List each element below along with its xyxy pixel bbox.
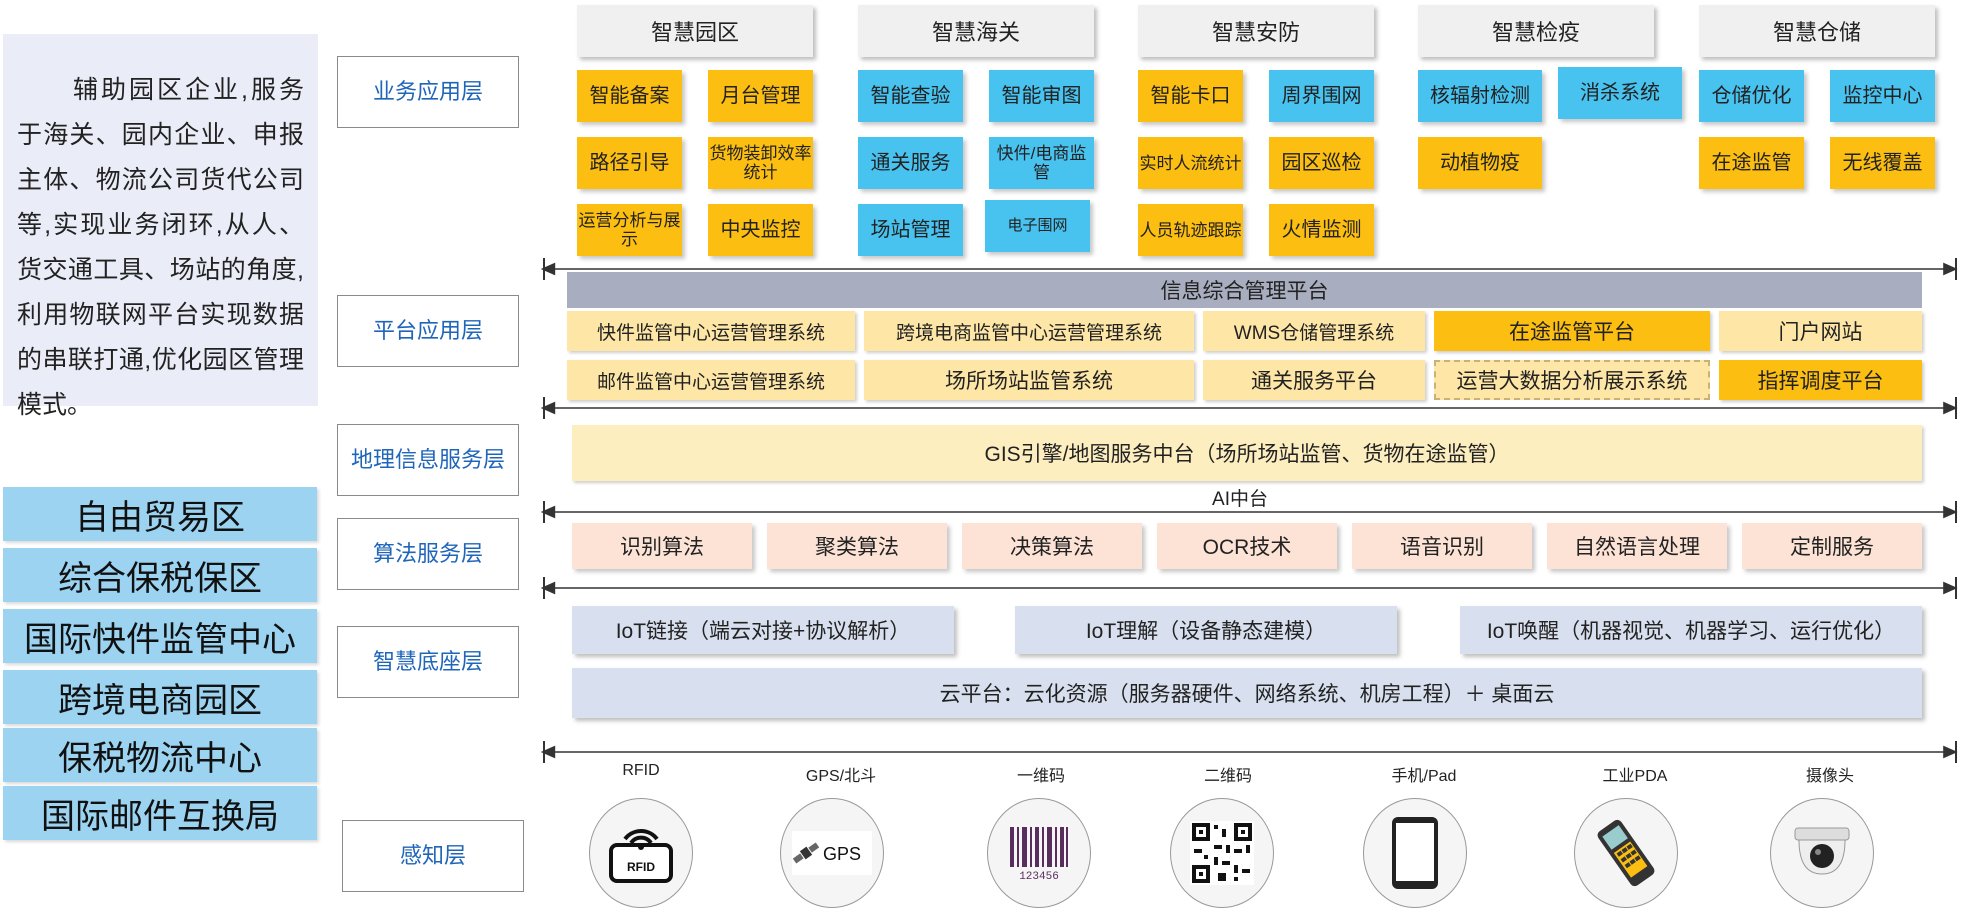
gps-icon-text: GPS xyxy=(823,844,861,864)
qrcode-icon xyxy=(1170,798,1274,908)
category-park: 智慧园区 xyxy=(577,5,813,57)
plat-ecom-ops: 跨境电商监管中心运营管理系统 xyxy=(864,311,1194,351)
layer-sensing: 感知层 xyxy=(342,820,524,892)
plat-clearance: 通关服务平台 xyxy=(1203,360,1425,400)
gis-engine: GIS引擎/地图服务中台（场所场站监管、货物在途监管） xyxy=(572,425,1922,481)
app-trajectory: 人员轨迹跟踪 xyxy=(1138,204,1243,256)
ai-platform-label: AI中台 xyxy=(1212,489,1268,510)
app-station-mgmt: 场站管理 xyxy=(858,204,963,256)
app-smart-inspect: 智能查验 xyxy=(858,70,963,122)
app-ops-analysis: 运营分析与展示 xyxy=(577,204,682,256)
app-central-monitor: 中央监控 xyxy=(708,204,813,256)
app-clearance: 通关服务 xyxy=(858,137,963,189)
app-smart-image: 智能审图 xyxy=(989,70,1094,122)
app-wireless: 无线覆盖 xyxy=(1830,137,1935,189)
platform-title: 信息综合管理平台 xyxy=(567,272,1922,308)
app-perimeter: 周界围网 xyxy=(1269,70,1374,122)
zone-free-trade: 自由贸易区 xyxy=(3,487,317,541)
alg-clustering: 聚类算法 xyxy=(767,523,947,569)
plat-portal: 门户网站 xyxy=(1719,311,1922,351)
app-route-guide: 路径引导 xyxy=(577,137,682,189)
category-storage: 智慧仓储 xyxy=(1699,5,1935,57)
layer-gis: 地理信息服务层 xyxy=(337,424,519,496)
app-e-fence: 电子围网 xyxy=(985,200,1090,252)
pda-icon xyxy=(1574,798,1678,908)
app-express-ecom: 快件/电商监管 xyxy=(989,137,1094,189)
alg-ocr: OCR技术 xyxy=(1157,523,1337,569)
app-smart-gate: 智能卡口 xyxy=(1138,70,1243,122)
alg-recognition: 识别算法 xyxy=(572,523,752,569)
plat-dispatch: 指挥调度平台 xyxy=(1719,360,1922,400)
app-fire-monitor: 火情监测 xyxy=(1269,204,1374,256)
zone-logistics: 保税物流中心 xyxy=(3,728,317,782)
plat-wms: WMS仓储管理系统 xyxy=(1203,311,1425,351)
category-customs: 智慧海关 xyxy=(858,5,1094,57)
app-radiation: 核辐射检测 xyxy=(1418,70,1542,122)
barcode-icon-text: 123456 xyxy=(1019,871,1059,883)
zone-ecommerce: 跨境电商园区 xyxy=(3,670,317,724)
app-platform-mgmt: 月台管理 xyxy=(708,70,813,122)
iot-wake: IoT唤醒（机器视觉、机器学习、运行优化） xyxy=(1460,606,1922,654)
rfid-icon-text: RFID xyxy=(627,860,655,874)
rfid-icon: RFID xyxy=(589,798,693,908)
category-quarantine: 智慧检疫 xyxy=(1418,5,1654,57)
device-label-pda: 工业PDA xyxy=(1602,768,1668,785)
plat-bigdata: 运营大数据分析展示系统 xyxy=(1434,360,1710,400)
device-label-phone: 手机/Pad xyxy=(1391,768,1457,785)
zone-bonded: 综合保税保区 xyxy=(3,548,317,602)
zone-express: 国际快件监管中心 xyxy=(3,609,317,663)
phone-icon xyxy=(1363,798,1467,908)
layer-base: 智慧底座层 xyxy=(337,626,519,698)
device-label-camera: 摄像头 xyxy=(1805,768,1854,785)
zone-mail: 国际邮件互换局 xyxy=(3,786,317,840)
device-label-gps: GPS/北斗 xyxy=(805,768,877,785)
gps-icon: GPS xyxy=(780,798,884,908)
app-storage-opt: 仓储优化 xyxy=(1699,70,1804,122)
app-smart-filing: 智能备案 xyxy=(577,70,682,122)
device-label-qrcode: 二维码 xyxy=(1203,768,1252,785)
barcode-icon: 123456 xyxy=(987,798,1091,908)
layer-business: 业务应用层 xyxy=(337,56,519,128)
app-plant-animal: 动植物疫 xyxy=(1418,137,1542,189)
plat-station-supervision: 场所场站监管系统 xyxy=(864,360,1194,400)
layer-platform: 平台应用层 xyxy=(337,295,519,367)
camera-icon xyxy=(1770,798,1874,908)
app-transit-monitor: 在途监管 xyxy=(1699,137,1804,189)
alg-custom: 定制服务 xyxy=(1742,523,1922,569)
plat-express-ops: 快件监管中心运营管理系统 xyxy=(567,311,855,351)
cloud-platform: 云平台：云化资源（服务器硬件、网络系统、机房工程）＋ 桌面云 xyxy=(572,668,1922,718)
app-patrol: 园区巡检 xyxy=(1269,137,1374,189)
category-security: 智慧安防 xyxy=(1138,5,1374,57)
plat-mail-ops: 邮件监管中心运营管理系统 xyxy=(567,360,855,400)
iot-understand: IoT理解（设备静态建模） xyxy=(1015,606,1397,654)
alg-speech: 语音识别 xyxy=(1352,523,1532,569)
alg-nlp: 自然语言处理 xyxy=(1547,523,1727,569)
app-disinfect: 消杀系统 xyxy=(1558,67,1682,119)
intro-text: 辅助园区企业,服务于海关、园内企业、申报主体、物流公司货代公司等,实现业务闭环,… xyxy=(3,34,318,419)
device-label-barcode: 一维码 xyxy=(1016,768,1065,785)
layer-algorithm: 算法服务层 xyxy=(337,518,519,590)
app-monitor-center: 监控中心 xyxy=(1830,70,1935,122)
alg-decision: 决策算法 xyxy=(962,523,1142,569)
iot-link: IoT链接（端云对接+协议解析） xyxy=(572,606,954,654)
device-label-rfid: RFID xyxy=(622,762,660,779)
app-people-flow: 实时人流统计 xyxy=(1138,137,1243,189)
app-loading-stats: 货物装卸效率统计 xyxy=(708,137,813,189)
plat-transit: 在途监管平台 xyxy=(1434,311,1710,351)
